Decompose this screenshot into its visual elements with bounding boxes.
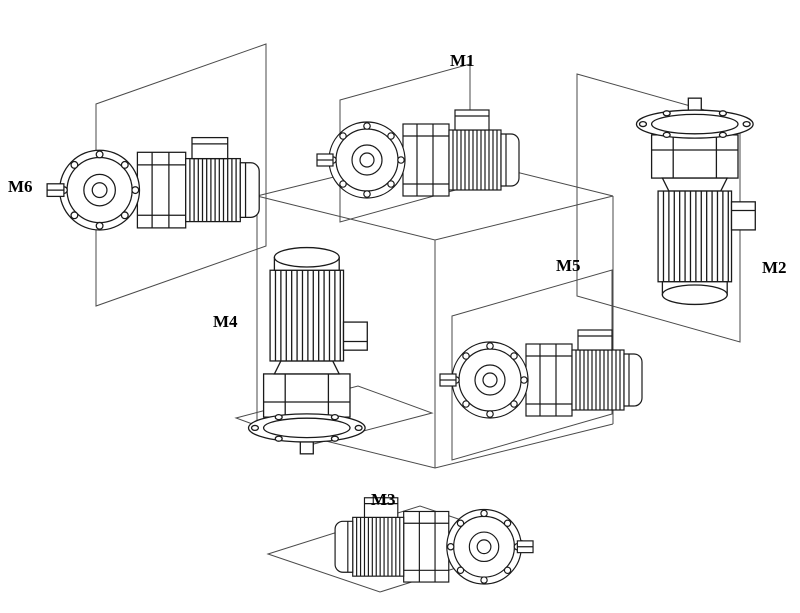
gearmotor-m1-illustration	[316, 109, 520, 199]
label-m6: M6	[8, 177, 33, 196]
label-m2: M2	[762, 258, 787, 277]
panel-m6	[95, 43, 267, 307]
gearmotor-m4-illustration	[247, 246, 368, 455]
gearmotor-m2-illustration	[635, 97, 756, 306]
label-m1: M1	[450, 51, 475, 70]
label-m3: M3	[371, 490, 396, 509]
gearmotor-m6-illustration	[46, 136, 260, 231]
panel-m5	[451, 269, 613, 461]
panel-m2	[576, 73, 741, 343]
label-m5: M5	[556, 256, 581, 275]
label-m4: M4	[213, 312, 238, 331]
gearmotor-m5-illustration	[439, 329, 643, 419]
